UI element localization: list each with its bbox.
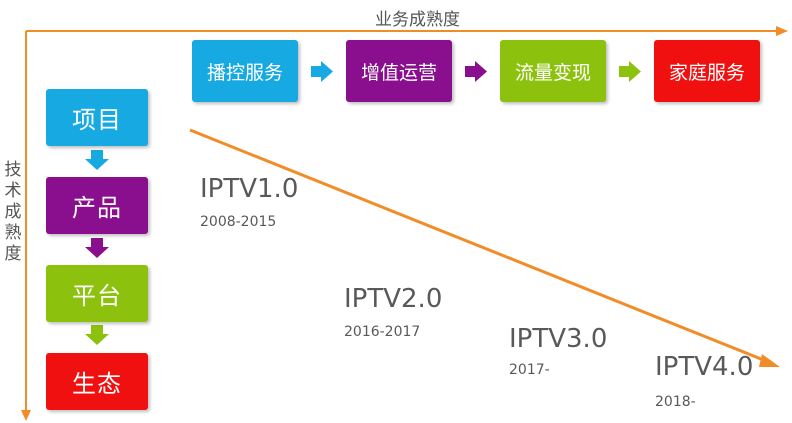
tech-step-1-label: 项目 xyxy=(72,106,122,134)
top-arrow-3 xyxy=(619,61,641,82)
business-axis-arrowhead xyxy=(776,26,788,36)
stage-4-name: IPTV4.0 xyxy=(655,352,754,382)
left-arrow-3 xyxy=(85,325,109,345)
tech-step-1: 项目 xyxy=(46,89,148,146)
stage-1-years: 2008-2015 xyxy=(200,214,277,230)
business-step-1-label: 播控服务 xyxy=(206,61,283,84)
stage-3-name: IPTV3.0 xyxy=(509,324,608,354)
stage-2-years: 2016-2017 xyxy=(344,324,421,340)
tech-step-4: 生态 xyxy=(46,353,148,410)
stage-1-name: IPTV1.0 xyxy=(200,174,299,204)
tech-step-3: 平台 xyxy=(46,265,148,322)
top-arrow-2 xyxy=(465,61,487,82)
business-step-4-label: 家庭服务 xyxy=(668,61,745,84)
tech-step-3-label: 平台 xyxy=(72,282,122,310)
left-arrow-2 xyxy=(85,238,109,258)
business-step-1: 播控服务 xyxy=(192,40,298,102)
tech-step-2: 产品 xyxy=(46,177,148,234)
stage-2-name: IPTV2.0 xyxy=(344,284,443,314)
vertical-axis-label: 技术成熟度 xyxy=(4,160,22,264)
business-step-2-label: 增值运营 xyxy=(360,61,437,84)
tech-step-2-label: 产品 xyxy=(72,194,122,222)
top-arrow-1 xyxy=(311,61,333,82)
horizontal-axis-label: 业务成熟度 xyxy=(375,10,460,30)
trend-arrowhead xyxy=(759,354,780,367)
technical-axis-arrowhead xyxy=(21,410,31,421)
tech-step-4-label: 生态 xyxy=(72,370,122,398)
left-arrow-1 xyxy=(85,150,109,170)
business-step-4: 家庭服务 xyxy=(654,40,760,102)
stage-4-years: 2018- xyxy=(655,394,696,410)
evolution-trend-line xyxy=(189,128,767,363)
business-step-2: 增值运营 xyxy=(346,40,452,102)
business-step-3-label: 流量变现 xyxy=(514,61,591,84)
business-step-3: 流量变现 xyxy=(500,40,606,102)
stage-3-years: 2017- xyxy=(509,362,550,378)
